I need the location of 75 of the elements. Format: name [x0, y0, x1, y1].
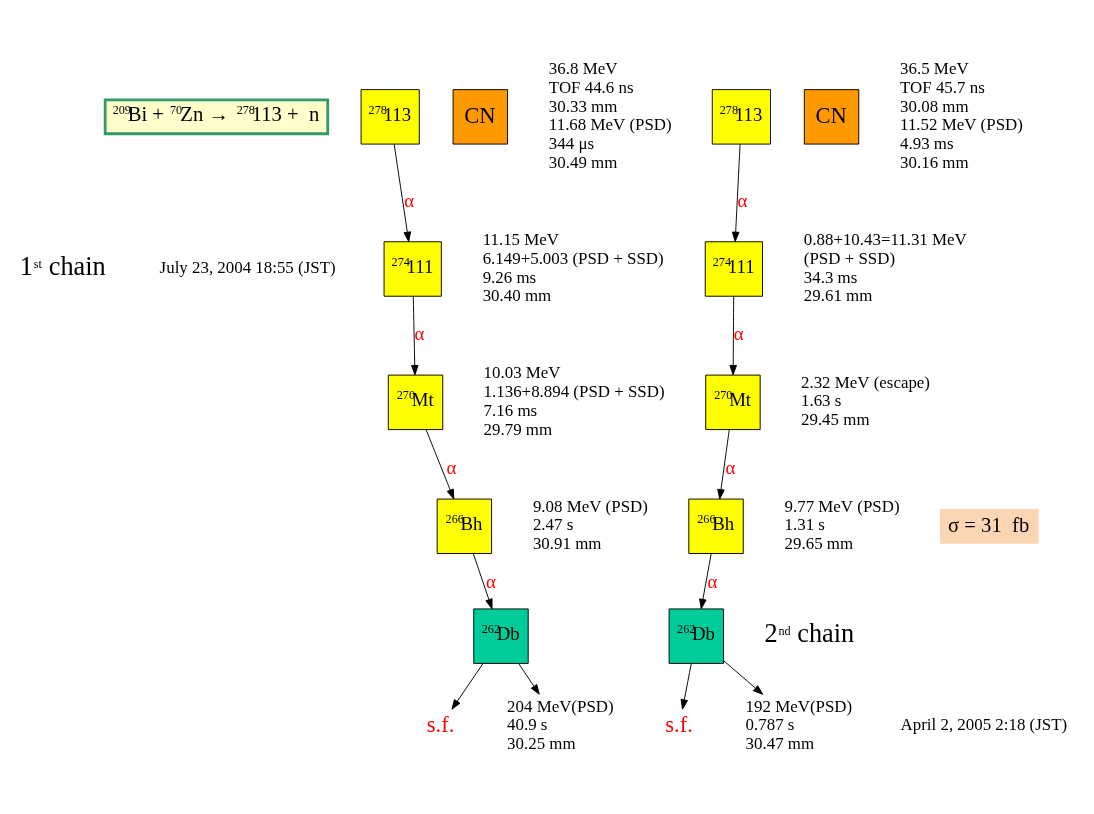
arrow	[425, 428, 455, 499]
node-box: $^{274}$111	[383, 240, 442, 297]
edge-label: α	[707, 570, 718, 592]
node-label: 30.49 mm	[548, 152, 618, 172]
node-box: $^{262}$Db	[473, 607, 529, 664]
node-label: (PSD + SSD)	[803, 248, 896, 268]
node-label: 30.33 mm	[548, 96, 618, 116]
node-label: 11.68 MeV (PSD)	[548, 114, 672, 134]
arrow	[393, 143, 412, 242]
arrow	[699, 552, 712, 609]
arrow	[411, 295, 419, 375]
node-label: 9.08 MeV (PSD)	[532, 496, 648, 516]
label: April 2, 2005 2:18 (JST)	[900, 714, 1068, 734]
node-box: $^{266}$Bh	[436, 498, 493, 554]
node-label: 4.93 ms	[900, 133, 954, 153]
node-box: $^{278}$113	[711, 88, 771, 145]
node-label: 30.40 mm	[482, 285, 552, 305]
node-box: $^{274}$111	[704, 240, 763, 297]
node-label: 29.65 mm	[784, 533, 854, 553]
node-box: CN	[452, 88, 509, 145]
node-box: $^{278}$113	[360, 88, 420, 145]
node-box: $^{270}$Mt	[705, 374, 761, 430]
node-text: 204 MeV(PSD) 40.9 s 30.25 mm	[507, 696, 614, 753]
node-label: 2.32 MeV (escape)	[801, 372, 930, 392]
edge-label: α	[446, 456, 457, 478]
node-label: 0.88+10.43=11.31 MeV	[803, 229, 967, 249]
node-text: s.f.	[426, 711, 455, 737]
edge-label: α	[725, 456, 736, 478]
node-label: 29.45 mm	[801, 409, 870, 429]
arrow	[723, 659, 764, 695]
node-label: 30.91 mm	[532, 533, 602, 553]
edge-label: α	[737, 189, 748, 211]
node-label: 1.31 s	[784, 514, 825, 534]
node-label: 36.8 MeV	[548, 58, 618, 78]
node-label: 1.63 s	[801, 390, 842, 410]
node-box: CN	[803, 88, 860, 145]
node-label: 7.16 ms	[483, 400, 538, 420]
edge-label: α	[733, 322, 744, 344]
node-box: $^{266}$Bh	[688, 498, 744, 554]
arrow	[451, 662, 484, 710]
label: 1$^{st}$ chain	[19, 251, 106, 281]
node-label: 29.79 mm	[483, 419, 553, 439]
node-label: 34.3 ms	[803, 267, 858, 287]
node-label: 344 μs	[548, 133, 595, 153]
edge-label: α	[485, 570, 496, 592]
node-box: $^{209}$Bi + $^{70}$Zn → $^{278}$113 + n	[103, 98, 330, 135]
node-label: 29.61 mm	[803, 285, 873, 305]
arrow	[717, 428, 730, 499]
node-label: TOF 45.7 ns	[900, 77, 985, 97]
node-label: 11.52 MeV (PSD)	[900, 114, 1023, 134]
node-label: 2.47 s	[532, 514, 574, 534]
node-label: 30.16 mm	[900, 152, 969, 172]
arrow	[680, 662, 692, 710]
node-label: 9.26 ms	[482, 267, 537, 287]
node-label: 9.77 MeV (PSD)	[784, 496, 900, 516]
arrow	[472, 552, 493, 609]
node-box: $^{270}$Mt	[387, 374, 444, 430]
node-text: 192 MeV(PSD) 0.787 s 30.47 mm	[745, 696, 853, 753]
node-label: 1.136+8.894 (PSD + SSD)	[483, 381, 665, 401]
edge-label: α	[414, 322, 425, 344]
node-text: s.f.	[665, 711, 693, 737]
arrow	[729, 295, 737, 375]
node-label: 30.08 mm	[900, 96, 969, 116]
label: 2$^{nd}$ chain	[764, 618, 855, 648]
node-box: $^{262}$Db	[668, 607, 724, 664]
edge-label: α	[404, 189, 415, 211]
node-label: 6.149+5.003 (PSD + SSD)	[482, 248, 664, 268]
node-label: 11.15 MeV	[482, 229, 559, 249]
node-box: σ = 31 fb	[940, 508, 1039, 544]
label: July 23, 2004 18:55 (JST)	[159, 257, 336, 277]
node-label: 36.5 MeV	[900, 58, 969, 78]
arrow	[731, 143, 741, 242]
arrow	[518, 662, 540, 695]
node-label: TOF 44.6 ns	[548, 77, 634, 97]
node-label: 10.03 MeV	[483, 362, 561, 382]
